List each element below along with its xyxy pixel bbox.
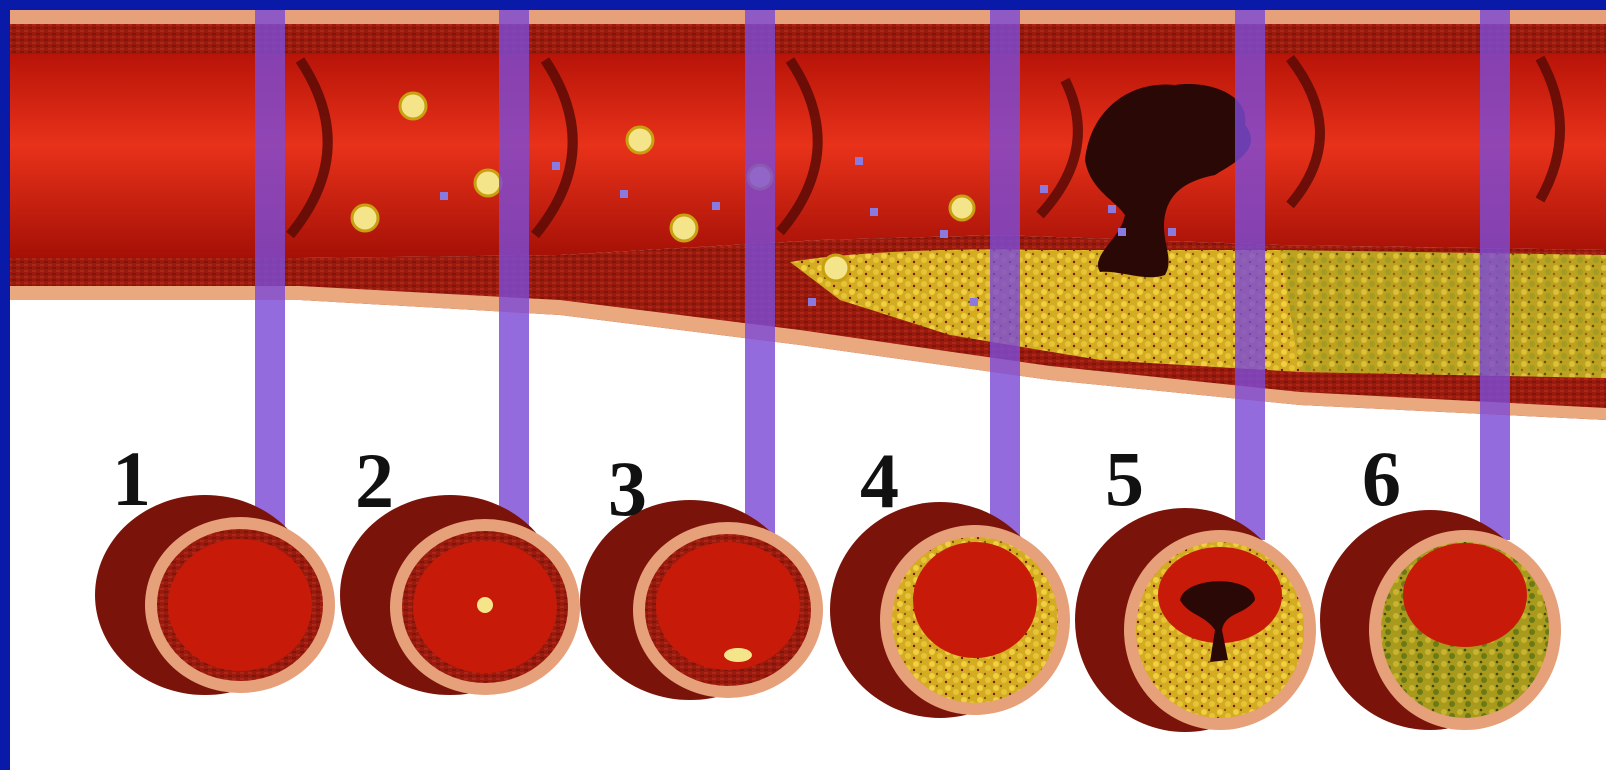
vessel-wall-top <box>10 24 1606 54</box>
stage-number-5: 5 <box>1105 440 1144 518</box>
stage-number-2: 2 <box>355 442 394 520</box>
section-marker-3 <box>745 10 775 540</box>
vessel-outer-layer-top <box>10 10 1606 24</box>
stage-number-3: 3 <box>608 450 647 528</box>
section-marker-6 <box>1480 10 1510 540</box>
stage-number-4: 4 <box>860 442 899 520</box>
section-marker-1 <box>255 10 285 540</box>
stage-number-1: 1 <box>112 440 151 518</box>
section-marker-5 <box>1235 10 1265 540</box>
section-marker-2 <box>499 10 529 540</box>
stage-number-6: 6 <box>1362 440 1401 518</box>
plaque-deposit-fibrous <box>1280 250 1606 378</box>
section-marker-4 <box>990 10 1020 540</box>
